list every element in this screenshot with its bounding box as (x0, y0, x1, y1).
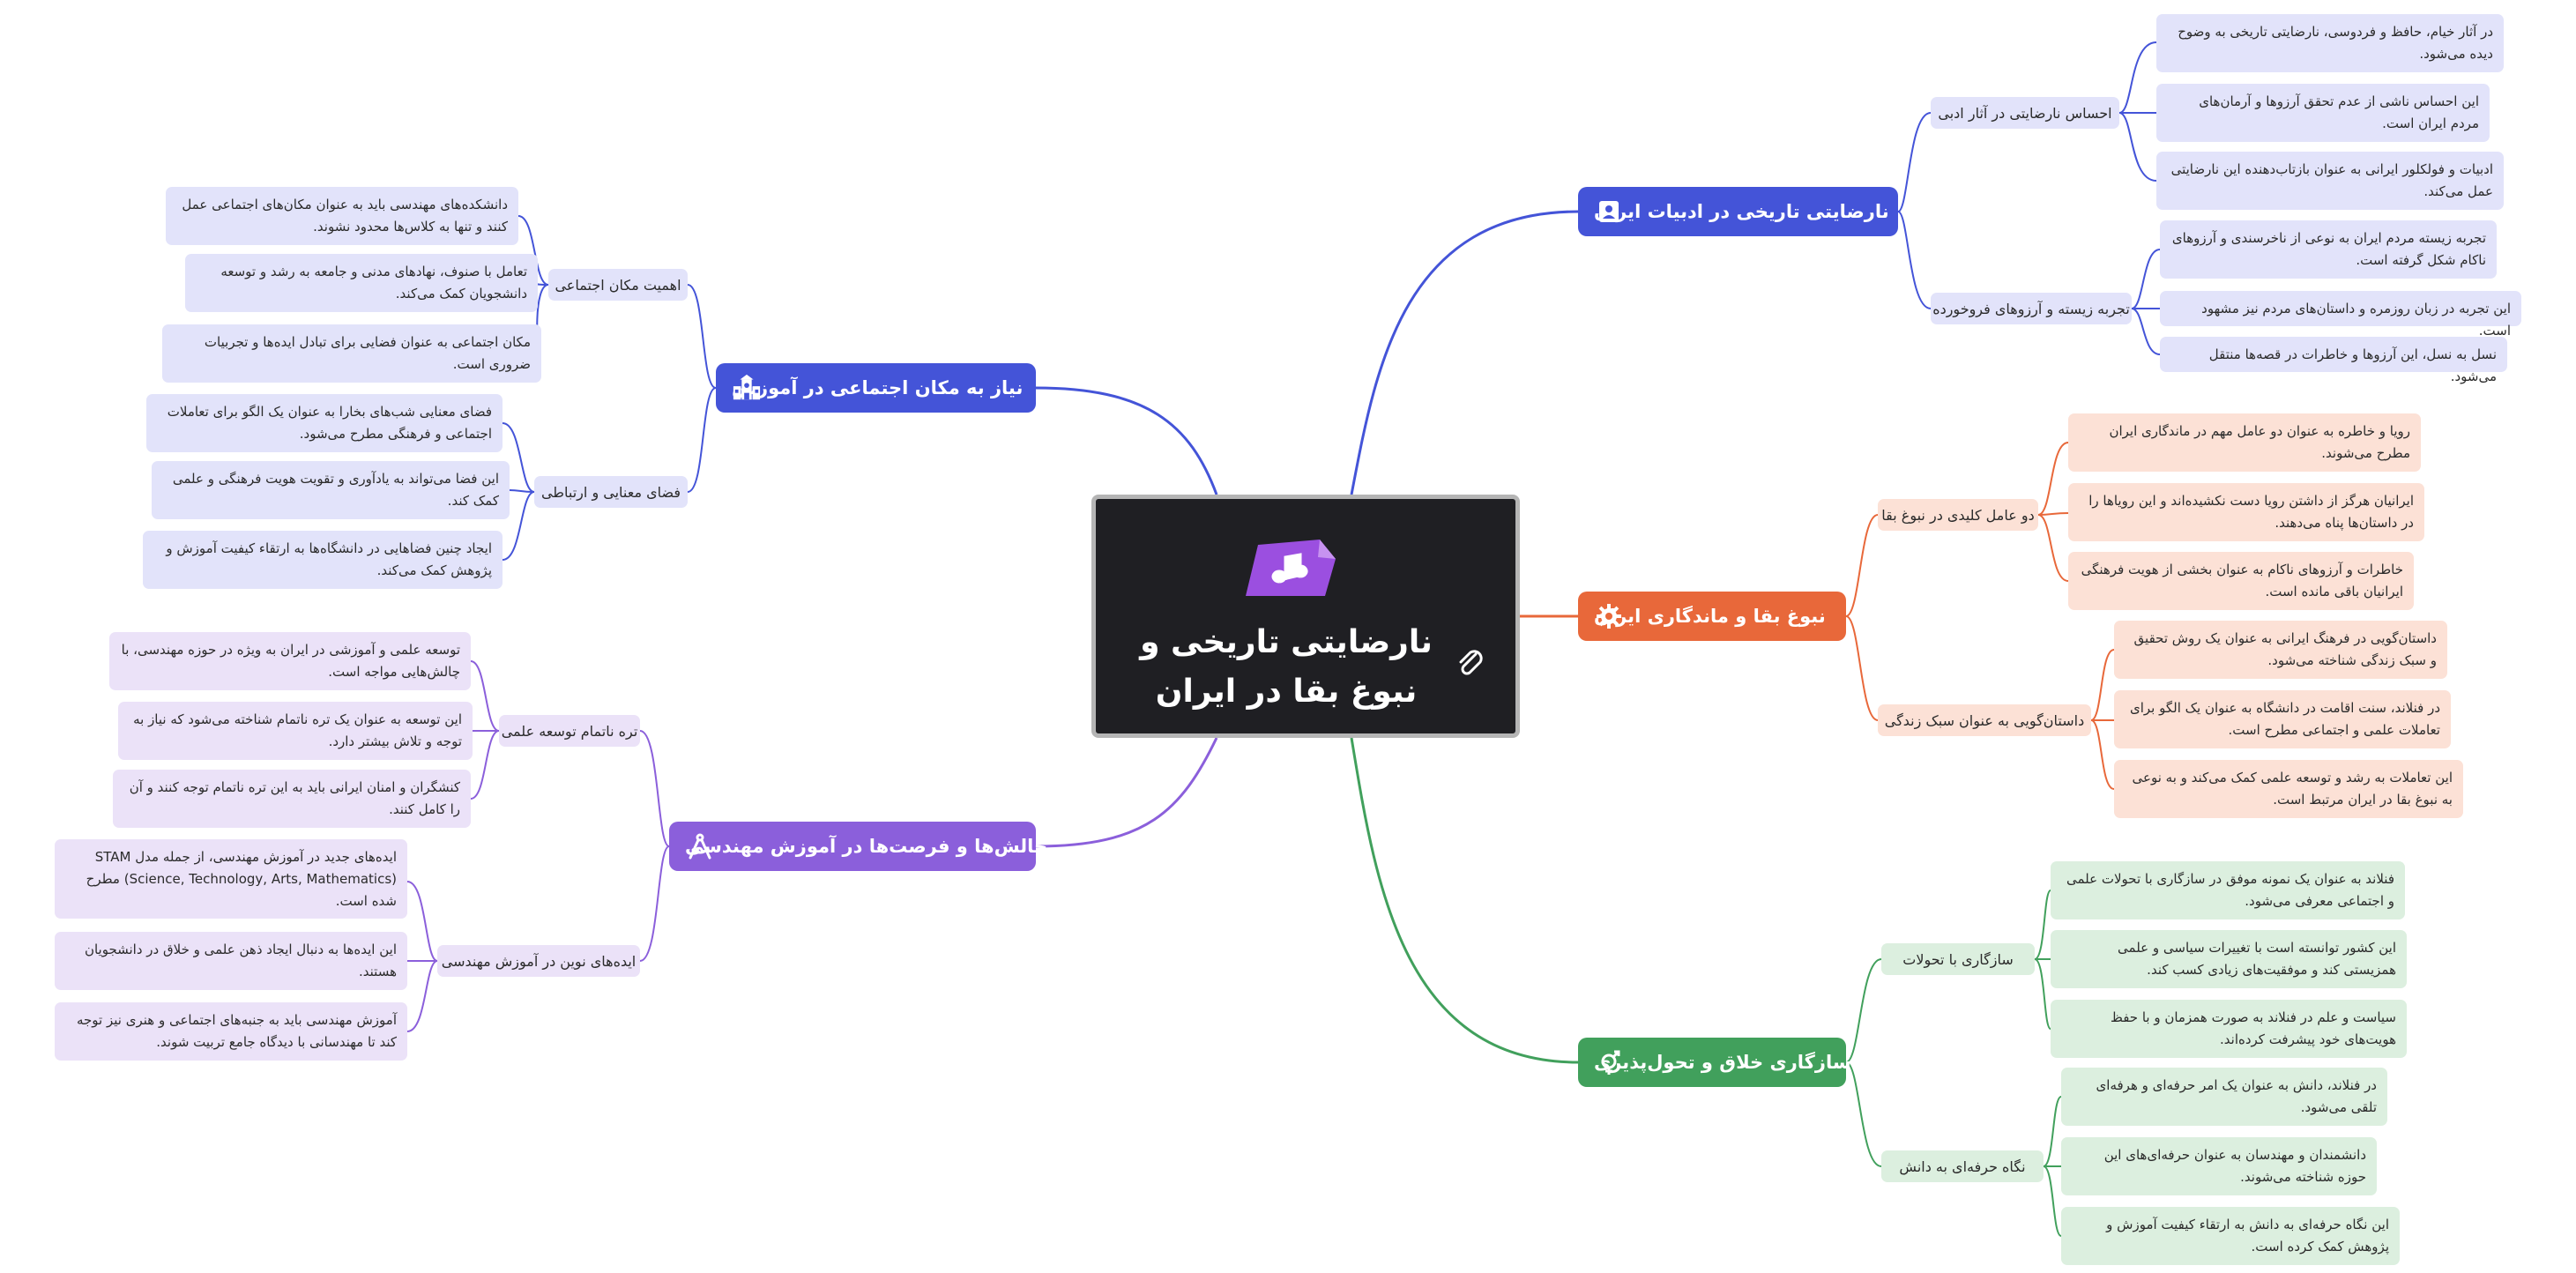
leaf-b2-2-1[interactable]: داستان‌گویی در فرهنگ ایرانی به عنوان یک … (2114, 621, 2447, 679)
link-center-b1 (1350, 210, 1579, 495)
leaf-b4-2-3[interactable]: ایجاد چنین فضاهایی در دانشگاه‌ها به ارتق… (143, 531, 503, 589)
branch-survival-genius[interactable]: نبوغ بقا و ماندگاری ایران (1578, 592, 1846, 641)
leaf-b5-1-2[interactable]: این توسعه به عنوان یک تره ناتمام شناخته … (118, 702, 473, 760)
leaf-b5-2-1[interactable]: ایده‌های جدید در آموزش مهندسی، از جمله م… (55, 839, 407, 919)
leaf-b1-1-3[interactable]: ادبیات و فولکلور ایرانی به عنوان بازتاب‌… (2156, 152, 2504, 210)
leaf-b4-1-3[interactable]: مکان اجتماعی به عنوان فضایی برای تبادل ا… (162, 324, 541, 383)
sub-b5-unfinished-development[interactable]: تره ناتمام توسعه علمی (499, 715, 640, 747)
leaf-b2-1-3[interactable]: خاطرات و آرزوهای ناکام به عنوان بخشی از … (2068, 552, 2414, 610)
leaf-b2-2-2[interactable]: در فنلاند، سنت اقامت در دانشگاه به عنوان… (2114, 690, 2451, 748)
leaf-b5-2-2[interactable]: این ایده‌ها به دنبال ایجاد ذهن علمی و خل… (55, 932, 407, 990)
branch-historical-dissatisfaction[interactable]: نارضایتی تاریخی در ادبیات ایران (1578, 187, 1898, 236)
branch-engineering-education[interactable]: چالش‌ها و فرصت‌ها در آموزش مهندسی (669, 822, 1047, 871)
paperclip-icon[interactable] (1453, 645, 1488, 681)
sub-b1-lived-experience[interactable]: تجربه زیسته و آرزوهای فروخورده (1931, 293, 2132, 324)
branch-social-place[interactable]: نیاز به مکان اجتماعی در آموزش (716, 363, 1036, 413)
leaf-b3-1-3[interactable]: سیاست و علم در فنلاند به صورت همزمان و ب… (2051, 1000, 2407, 1058)
leaf-b4-1-2[interactable]: تعامل با صنوف، نهادهای مدنی و جامعه به ر… (185, 254, 538, 312)
leaf-b2-1-1[interactable]: رویا و خاطره به عنوان دو عامل مهم در مان… (2068, 413, 2421, 472)
sub-b1-literary-dissatisfaction[interactable]: احساس نارضایتی در آثار ادبی (1931, 97, 2119, 129)
sub-b2-storytelling-lifestyle[interactable]: داستان‌گویی به عنوان سبک زندگی (1878, 704, 2091, 736)
link-center-b3 (1350, 737, 1579, 1064)
gear-icon (1594, 601, 1624, 631)
link-center-b4 (1035, 386, 1218, 495)
book-person-icon (1594, 197, 1624, 227)
leaf-b3-2-3[interactable]: این نگاه حرفه‌ای به دانش به ارتقاء کیفیت… (2061, 1207, 2400, 1265)
leaf-b1-1-2[interactable]: این احساس ناشی از عدم تحقق آرزوها و آرما… (2156, 84, 2490, 142)
leaf-b5-1-1[interactable]: توسعه علمی و آموزشی در ایران به ویژه در … (109, 632, 471, 690)
sub-b5-new-ideas[interactable]: ایده‌های نوین در آموزش مهندسی (437, 945, 640, 977)
leaf-b1-2-1[interactable]: تجربه زیسته مردم ایران به نوعی از ناخرسن… (2160, 220, 2497, 279)
sub-b3-adapting-changes[interactable]: سازگاری با تحولات (1881, 943, 2035, 975)
leaf-b4-2-1[interactable]: فضای معنایی شب‌های بخارا به عنوان یک الگ… (146, 394, 503, 452)
sub-b2-two-key-factors[interactable]: دو عامل کلیدی در نبوغ بقا (1878, 499, 2038, 531)
leaf-b3-1-1[interactable]: فنلاند به عنوان یک نمونه موفق در سازگاری… (2051, 861, 2405, 919)
sub-b4-importance-social-place[interactable]: اهمیت مکان اجتماعی (548, 269, 688, 301)
leaf-b1-2-3[interactable]: نسل به نسل، این آرزوها و خاطرات در قصه‌ه… (2160, 337, 2507, 384)
link-center-b5 (1035, 737, 1218, 848)
music-note-icon (1246, 540, 1336, 596)
leaf-b1-1-1[interactable]: در آثار خیام، حافظ و فردوسی، نارضایتی تا… (2156, 14, 2504, 72)
leaf-b4-1-1[interactable]: دانشکده‌های مهندسی باید به عنوان مکان‌ها… (166, 187, 518, 245)
central-topic-title: نارضایتی تاریخی و نبوغ بقا در ایران (1140, 624, 1433, 710)
leaf-b3-2-2[interactable]: دانشمندان و مهندسان به عنوان حرفه‌ای‌های… (2061, 1137, 2377, 1195)
leaf-b5-2-3[interactable]: آموزش مهندسی باید به جنبه‌های اجتماعی و … (55, 1002, 407, 1061)
sub-b4-semantic-space[interactable]: فضای معنایی و ارتباطی (534, 476, 688, 508)
school-building-icon (732, 373, 762, 403)
leaf-b4-2-2[interactable]: این فضا می‌تواند به یادآوری و تقویت هویت… (152, 461, 510, 519)
central-topic[interactable]: نارضایتی تاریخی و نبوغ بقا در ایران (1091, 495, 1520, 738)
branch-creative-adaptation[interactable]: سازگاری خلاق و تحول‌پذیری (1578, 1038, 1851, 1087)
sub-b3-professional-knowledge[interactable]: نگاه حرفه‌ای به دانش (1881, 1150, 2044, 1182)
gender-symbol-icon (1594, 1047, 1624, 1077)
leaf-b3-2-1[interactable]: در فنلاند، دانش به عنوان یک امر حرفه‌ای … (2061, 1068, 2387, 1126)
leaf-b3-1-2[interactable]: این کشور توانسته است با تغییرات سیاسی و … (2051, 930, 2407, 988)
leaf-b2-2-3[interactable]: این تعاملات به رشد و توسعه علمی کمک می‌ک… (2114, 760, 2463, 818)
drafting-compass-icon (685, 831, 715, 861)
leaf-b1-2-2[interactable]: این تجربه در زبان روزمره و داستان‌های مر… (2160, 291, 2521, 339)
leaf-b2-1-2[interactable]: ایرانیان هرگز از داشتن رویا دست نکشیده‌ا… (2068, 483, 2424, 541)
leaf-b5-1-3[interactable]: کنشگران و امنان ایرانی باید به این تره ن… (113, 770, 471, 828)
